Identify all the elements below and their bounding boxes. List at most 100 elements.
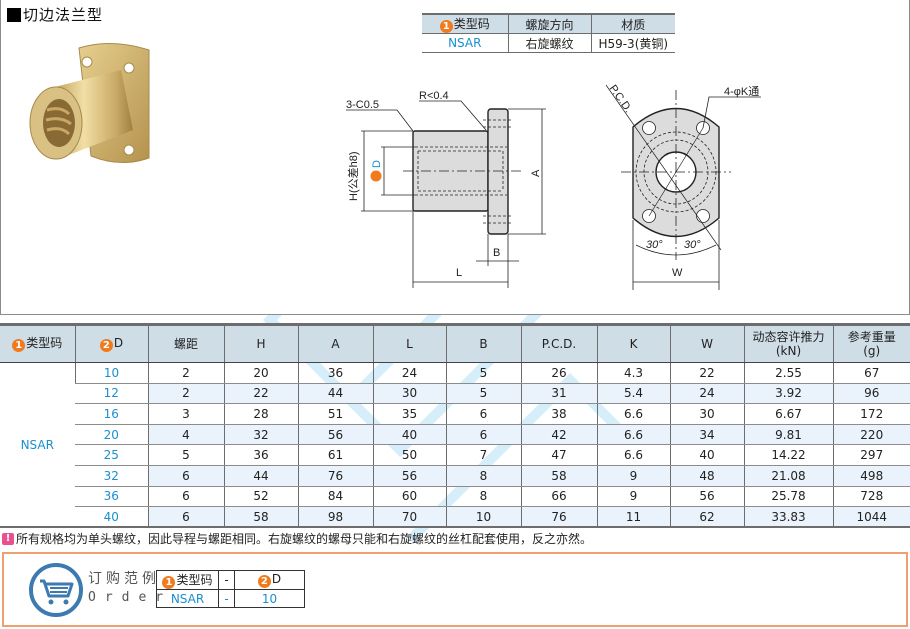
order-d-value: 10: [234, 589, 305, 608]
order-type-code: NSAR: [156, 589, 219, 608]
col-header-weight-unit: (g): [863, 344, 881, 358]
cell-weight: 172: [832, 403, 910, 425]
cell-d: 12: [75, 383, 148, 405]
cell-d: 32: [75, 465, 148, 487]
cell-pcd: 42: [520, 424, 597, 446]
cell-h: 22: [223, 383, 298, 405]
cell-a: 56: [297, 424, 373, 446]
h-dimension-label: H(公差h8): [346, 151, 360, 201]
cell-pitch: 2: [147, 362, 224, 384]
cell-pcd: 76: [520, 506, 597, 529]
spec-header-direction: 螺旋方向: [507, 13, 591, 34]
cell-a: 98: [297, 506, 373, 529]
cell-thrust: 25.78: [743, 486, 833, 508]
cell-w: 24: [669, 383, 744, 405]
col-header-thrust-unit: (kN): [775, 344, 802, 358]
cell-k: 6.6: [596, 403, 670, 425]
cell-a: 61: [297, 444, 373, 466]
cell-pcd: 26: [520, 362, 597, 384]
col-header-l: L: [372, 323, 446, 363]
angle-left-label: 30°: [646, 239, 663, 251]
cell-b: 6: [445, 424, 521, 446]
cell-pcd: 66: [520, 486, 597, 508]
cell-thrust: 14.22: [743, 444, 833, 466]
cell-pitch: 4: [147, 424, 224, 446]
cell-pitch: 5: [147, 444, 224, 466]
cell-b: 8: [445, 465, 521, 487]
cell-h: 36: [223, 444, 298, 466]
cell-d: 40: [75, 506, 148, 529]
cell-thrust: 21.08: [743, 465, 833, 487]
cell-thrust: 3.92: [743, 383, 833, 405]
product-photo: [29, 42, 150, 163]
badge-1-icon: 1: [12, 339, 26, 352]
spec-thread-direction: 右旋螺纹: [507, 33, 591, 53]
cell-l: 70: [372, 506, 446, 529]
order-header-type-label: 类型码: [176, 573, 213, 587]
cell-l: 50: [372, 444, 446, 466]
cell-w: 56: [669, 486, 744, 508]
cell-weight: 297: [832, 444, 910, 466]
cell-a: 84: [297, 486, 373, 508]
cell-weight: 1044: [832, 506, 910, 529]
cell-h: 20: [223, 362, 298, 384]
type-code-cell: NSAR: [0, 362, 75, 529]
cell-h: 58: [223, 506, 298, 529]
page-title: 切边法兰型: [7, 4, 103, 25]
col-header-weight: 参考重量(g): [832, 323, 910, 363]
cell-l: 35: [372, 403, 446, 425]
cell-a: 36: [297, 362, 373, 384]
cell-k: 6.6: [596, 424, 670, 446]
cell-weight: 498: [832, 465, 910, 487]
col-header-type-label: 类型码: [26, 336, 63, 350]
cell-w: 30: [669, 403, 744, 425]
cell-w: 22: [669, 362, 744, 384]
cell-k: 11: [596, 506, 670, 529]
hole-label: 4-φK通: [724, 85, 759, 98]
shopping-cart-icon: [29, 563, 83, 617]
note-text: 所有规格均为单头螺纹，因此导程与螺距相同。右旋螺纹的螺母只能和右旋螺纹的丝杠配套…: [16, 532, 593, 546]
cell-pitch: 6: [147, 506, 224, 529]
chamfer-label: 3-C0.5: [346, 99, 379, 111]
col-header-pitch: 螺距: [147, 323, 224, 363]
warning-icon: !: [2, 532, 14, 545]
cell-weight: 220: [832, 424, 910, 446]
cell-k: 6.6: [596, 444, 670, 466]
order-header-d-label: D: [271, 572, 282, 586]
spec-header-type-label: 类型码: [453, 17, 490, 31]
cell-b: 8: [445, 486, 521, 508]
spec-header-material: 材质: [590, 13, 675, 34]
col-header-k: K: [596, 323, 670, 363]
cell-k: 4.3: [596, 362, 670, 384]
cell-l: 60: [372, 486, 446, 508]
w-dimension-label: W: [672, 267, 683, 279]
cell-thrust: 2.55: [743, 362, 833, 384]
cell-pitch: 2: [147, 383, 224, 405]
cell-pcd: 38: [520, 403, 597, 425]
badge-2-icon: 2: [257, 575, 271, 588]
badge-2-icon: 2: [99, 339, 113, 352]
cell-b: 5: [445, 383, 521, 405]
cell-w: 40: [669, 444, 744, 466]
cell-pcd: 47: [520, 444, 597, 466]
col-header-d-label: D: [113, 336, 124, 350]
order-sep: -: [218, 589, 235, 608]
cell-h: 32: [223, 424, 298, 446]
col-header-w: W: [669, 323, 744, 363]
cell-l: 30: [372, 383, 446, 405]
cell-b: 5: [445, 362, 521, 384]
cell-l: 40: [372, 424, 446, 446]
cell-l: 24: [372, 362, 446, 384]
